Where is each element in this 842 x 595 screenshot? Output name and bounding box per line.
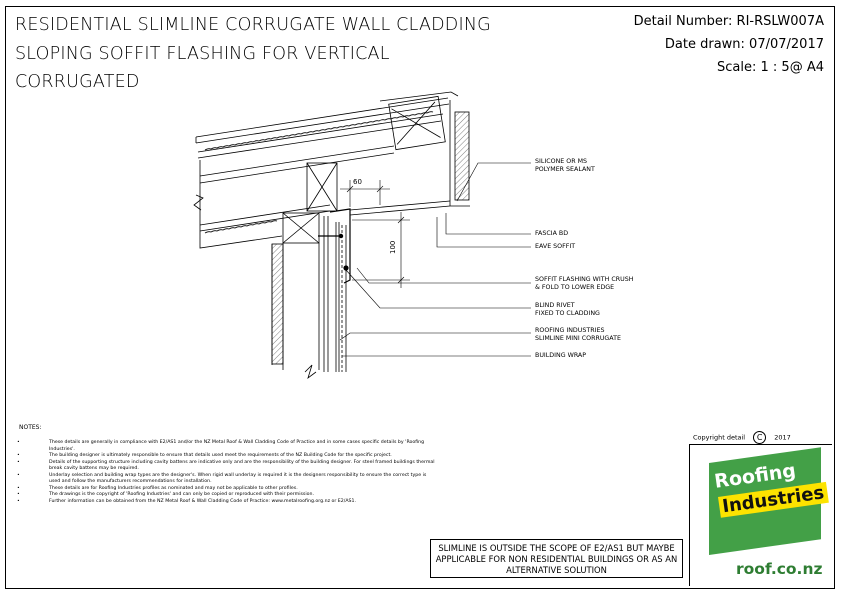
- copyright-icon: C: [753, 431, 767, 444]
- eave-soffit: [199, 200, 451, 249]
- note-item: Details of the supporting structure incl…: [17, 460, 437, 473]
- note-item: The building designer is ultimately resp…: [17, 453, 437, 460]
- scope-notice: SLIMLINE IS OUTSIDE THE SCOPE OF E2/AS1 …: [430, 539, 683, 578]
- logo-url: roof.co.nz: [736, 560, 823, 578]
- notes-list: These details are generally in complianc…: [17, 440, 437, 505]
- callout-blind-rivet-line-1: BLIND RIVET: [535, 302, 575, 309]
- note-item: Underlay selection and building wrap typ…: [17, 473, 437, 486]
- callout-building-wrap: BUILDING WRAP: [535, 352, 587, 359]
- scale: Scale: 1 : 5@ A4: [717, 60, 824, 75]
- callout-blind-rivet-line-2: FIXED TO CLADDING: [535, 310, 600, 317]
- dimension-60: [340, 180, 390, 207]
- soffit-flashing: [318, 208, 351, 284]
- wall-framing: [271, 243, 320, 380]
- callout-eave-soffit: EAVE SOFFIT: [535, 243, 576, 250]
- note-item: The drawings is the copyright of 'Roofin…: [17, 492, 437, 499]
- detail-number: Detail Number: RI-RSLW007A: [633, 14, 824, 29]
- logo-panel: Roofing Industries roof.co.nz: [689, 444, 832, 586]
- callout-sealant-line-1: SILICONE OR MS: [535, 158, 588, 165]
- note-item: Further information can be obtained from…: [17, 499, 437, 506]
- cladding: [323, 216, 347, 372]
- copyright-line: Copyright detail C 2017: [693, 431, 791, 444]
- fascia-board: [449, 100, 470, 207]
- callout-sealant-line-2: POLYMER SEALANT: [535, 166, 595, 173]
- dimension-100-label: 100: [389, 241, 397, 254]
- copyright-label: Copyright detail: [693, 433, 746, 442]
- title-line-3: CORRUGATED: [15, 72, 140, 92]
- callout-blind-rivet: BLIND RIVET FIXED TO CLADDING: [535, 302, 600, 318]
- copyright-year: 2017: [774, 433, 791, 442]
- roof-assembly: [193, 91, 459, 214]
- date-drawn: Date drawn: 07/07/2017: [664, 37, 824, 52]
- callout-soffit-flashing-line-2: & FOLD TO LOWER EDGE: [535, 284, 615, 291]
- rafter-block: [306, 162, 338, 212]
- dimension-60-label: 60: [353, 178, 362, 186]
- callout-cladding: ROOFING INDUSTRIES SLIMLINE MINI CORRUGA…: [535, 327, 621, 343]
- dimension-100: [352, 212, 410, 288]
- note-item: These details are generally in complianc…: [17, 440, 437, 453]
- leader-lines: [339, 162, 531, 357]
- title-line-2: SLOPING SOFFIT FLASHING FOR VERTICAL: [15, 44, 390, 64]
- callout-cladding-line-2: SLIMLINE MINI CORRUGATE: [535, 335, 621, 342]
- note-item: These details are for Roofing Industries…: [17, 486, 437, 493]
- callout-sealant: SILICONE OR MS POLYMER SEALANT: [535, 158, 595, 174]
- callout-fascia: FASCIA BD: [535, 230, 569, 237]
- top-plate: [282, 212, 320, 244]
- callout-cladding-line-1: ROOFING INDUSTRIES: [535, 327, 605, 334]
- notes-heading: NOTES:: [19, 424, 42, 431]
- sheet-border: [5, 6, 835, 589]
- callout-soffit-flashing: SOFFIT FLASHING WITH CRUSH & FOLD TO LOW…: [535, 276, 633, 292]
- callout-soffit-flashing-line-1: SOFFIT FLASHING WITH CRUSH: [535, 276, 634, 283]
- title-line-1: RESIDENTIAL SLIMLINE CORRUGATE WALL CLAD…: [15, 15, 491, 35]
